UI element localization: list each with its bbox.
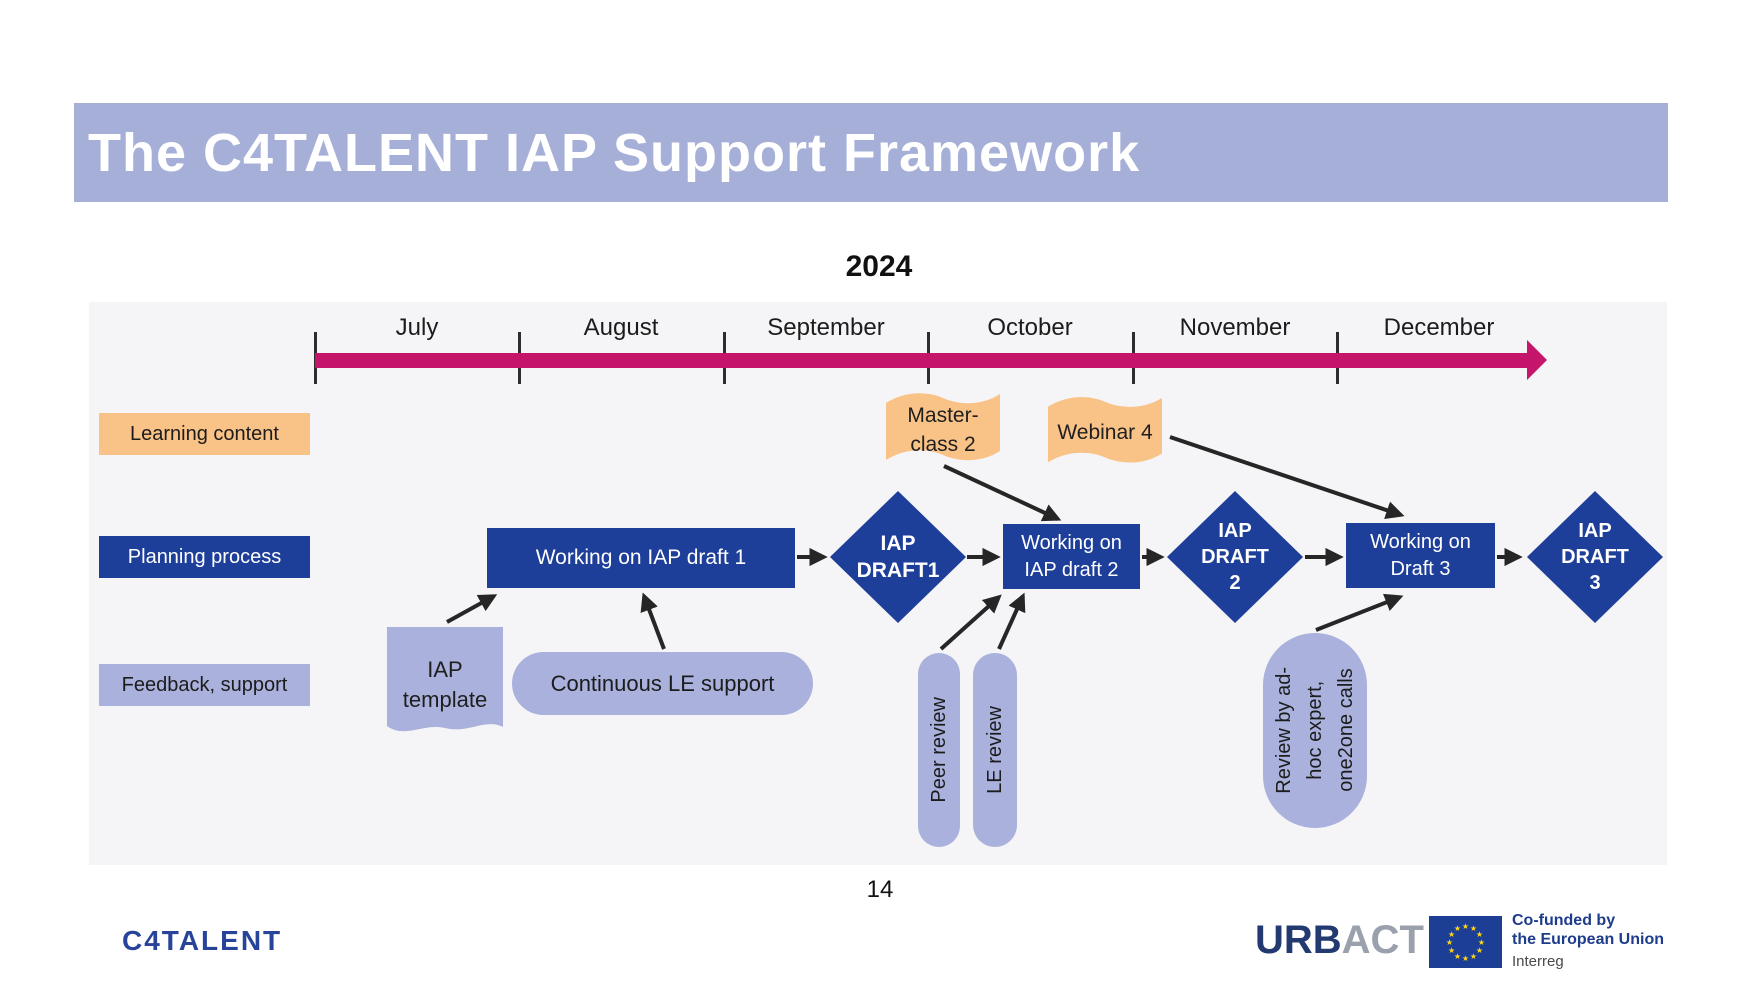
timeline-arrowhead-icon xyxy=(1527,340,1547,380)
month-july: July xyxy=(395,314,439,341)
page-title: The C4TALENT IAP Support Framework xyxy=(88,122,1141,183)
eu-cofunded-line1: Co-funded by xyxy=(1512,912,1616,929)
urbact-logo-act: ACT xyxy=(1341,918,1424,962)
month-august: August xyxy=(583,314,659,341)
flow-box-working-iap-draft-1: Working on IAP draft 1 xyxy=(487,528,795,588)
svg-text:★: ★ xyxy=(1462,922,1469,931)
svg-text:★: ★ xyxy=(1476,946,1483,955)
eu-cofunded-text: Co-funded by the European Union Interreg xyxy=(1512,912,1664,970)
flow-box-line: Draft 3 xyxy=(1390,557,1451,580)
pill-le-review: LE review xyxy=(973,653,1017,847)
flow-box-working-draft-3: Working on Draft 3 xyxy=(1346,523,1495,588)
urbact-logo: URBACT xyxy=(1255,918,1424,963)
row-label-feedback-support: Feedback, support xyxy=(99,664,310,706)
year-label: 2024 xyxy=(845,250,913,283)
svg-text:★: ★ xyxy=(1476,930,1483,939)
svg-text:★: ★ xyxy=(1448,930,1455,939)
title-bar: The C4TALENT IAP Support Framework xyxy=(74,103,1668,202)
flow-box-working-iap-draft-2: Working on IAP draft 2 xyxy=(1003,524,1140,589)
svg-text:★: ★ xyxy=(1470,924,1477,933)
month-december: December xyxy=(1383,314,1495,341)
interreg-label: Interreg xyxy=(1512,952,1564,970)
pill-peer-review: Peer review xyxy=(918,653,960,847)
vertical-label: Peer review xyxy=(924,697,955,803)
flow-box-line: Working on xyxy=(1021,531,1122,554)
pill-line: one2one calls xyxy=(1334,668,1357,793)
svg-text:★: ★ xyxy=(1462,954,1469,963)
pill-label: Continuous LE support xyxy=(550,670,775,696)
row-label-planning-process: Planning process xyxy=(99,536,310,578)
pill-line: hoc expert, xyxy=(1303,681,1326,780)
c4talent-logo: C4TALENT xyxy=(122,925,283,956)
diamond-line: DRAFT1 xyxy=(856,559,940,582)
pill-label: LE review xyxy=(983,706,1006,794)
urbact-logo-urb: URB xyxy=(1255,918,1342,962)
month-november: November xyxy=(1179,314,1291,341)
row-label-learning-content: Learning content xyxy=(99,413,310,455)
pill-line: Review by ad- xyxy=(1272,667,1295,794)
diamond-line: IAP xyxy=(1218,520,1252,542)
vertical-label: LE review xyxy=(980,706,1011,794)
diamond-line: 3 xyxy=(1589,572,1601,594)
eu-cofunded-line2: the European Union xyxy=(1512,930,1664,948)
svg-text:★: ★ xyxy=(1454,952,1461,961)
month-october: October xyxy=(987,314,1073,341)
pill-label: Peer review xyxy=(927,697,950,803)
flow-box-label: Working on IAP draft 1 xyxy=(535,545,747,569)
timeline-arrow-bar xyxy=(315,353,1527,368)
svg-text:★: ★ xyxy=(1454,924,1461,933)
diamond-line: IAP xyxy=(1578,520,1612,542)
svg-text:★: ★ xyxy=(1446,938,1453,947)
diamond-line: DRAFT xyxy=(1561,546,1629,568)
diamond-line: IAP xyxy=(880,531,916,555)
flow-box-line: IAP draft 2 xyxy=(1024,558,1119,581)
diamond-line: DRAFT xyxy=(1201,546,1269,568)
svg-text:★: ★ xyxy=(1478,938,1485,947)
svg-text:★: ★ xyxy=(1448,946,1455,955)
diamond-line: 2 xyxy=(1229,572,1241,594)
svg-text:★: ★ xyxy=(1470,952,1477,961)
eu-flag-icon: ★ ★ ★ ★ ★ ★ ★ ★ ★ ★ ★ ★ xyxy=(1429,916,1502,968)
vertical-label: Review by ad- hoc expert, one2one calls xyxy=(1269,667,1362,794)
page-number: 14 xyxy=(866,876,894,903)
flow-box-line: Working on xyxy=(1370,530,1471,553)
pill-adhoc-expert-review: Review by ad- hoc expert, one2one calls xyxy=(1263,633,1367,828)
pill-continuous-le-support: Continuous LE support xyxy=(512,652,813,715)
month-september: September xyxy=(767,314,885,341)
